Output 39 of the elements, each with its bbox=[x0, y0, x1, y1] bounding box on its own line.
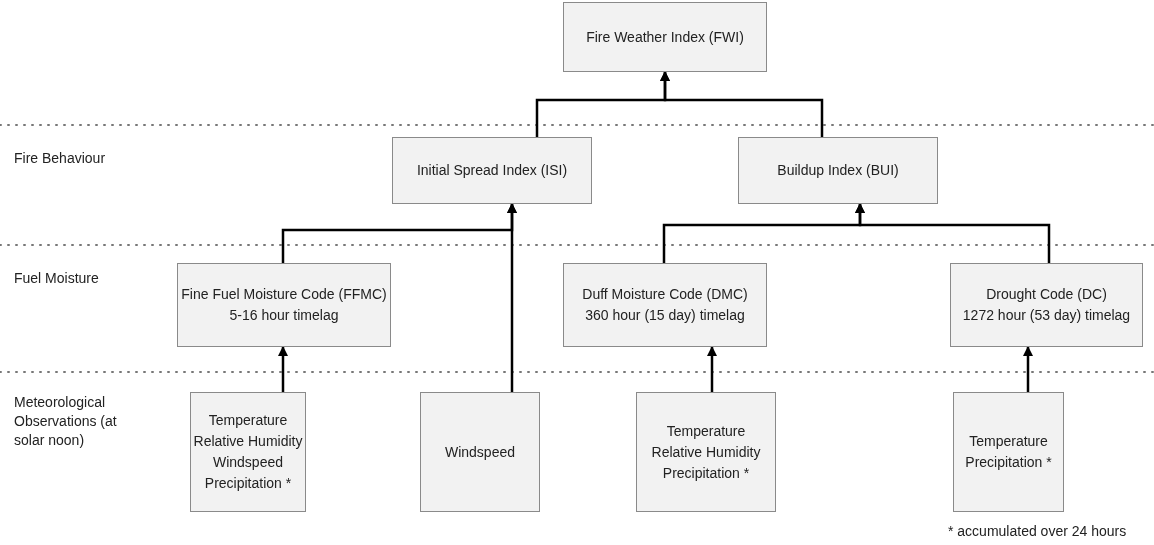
box-text: 5-16 hour timelag bbox=[229, 306, 339, 325]
box-text: Duff Moisture Code (DMC) bbox=[582, 285, 748, 304]
index-box bbox=[636, 392, 776, 512]
box-text: Temperature bbox=[969, 432, 1048, 451]
box-text: Drought Code (DC) bbox=[986, 285, 1107, 304]
box-text: Relative Humidity bbox=[651, 442, 761, 462]
box-text: Relative Humidity bbox=[193, 432, 303, 451]
box-text: Fine Fuel Moisture Code (FFMC) bbox=[181, 285, 387, 304]
connector-arrow bbox=[707, 346, 717, 392]
box-text: 360 hour (15 day) timelag bbox=[585, 306, 745, 325]
box-text: Temperature bbox=[666, 421, 746, 441]
connector-arrow bbox=[278, 346, 288, 392]
box-text: 1272 hour (53 day) timelag bbox=[962, 306, 1131, 325]
box-text: Windspeed bbox=[444, 442, 515, 462]
connector-arrow bbox=[855, 203, 1051, 263]
index-box bbox=[392, 137, 592, 204]
index-box bbox=[950, 263, 1143, 347]
band-label: Fire Behaviour bbox=[14, 149, 106, 168]
box-text: Initial Spread Index (ISI) bbox=[416, 161, 568, 180]
index-box bbox=[420, 392, 540, 512]
index-box bbox=[953, 392, 1064, 512]
index-box bbox=[177, 263, 391, 347]
box-text: Temperature bbox=[208, 411, 288, 430]
box-text: Precipitation * bbox=[204, 474, 292, 493]
index-box bbox=[738, 137, 938, 204]
box-text: Windspeed bbox=[212, 453, 283, 472]
index-box bbox=[563, 2, 767, 72]
index-box bbox=[190, 392, 306, 512]
box-text: Precipitation * bbox=[965, 453, 1052, 472]
connector-arrow bbox=[660, 71, 824, 137]
connector-arrow bbox=[1023, 346, 1033, 392]
box-text: Precipitation * bbox=[662, 463, 750, 483]
box-text: Buildup Index (BUI) bbox=[777, 161, 899, 180]
box-text: Fire Weather Index (FWI) bbox=[586, 27, 744, 47]
footnote: * accumulated over 24 hours bbox=[948, 522, 1127, 541]
band-label: Fuel Moisture bbox=[14, 269, 99, 288]
connector-arrow bbox=[507, 203, 517, 392]
index-box bbox=[563, 263, 767, 347]
band-label: Meteorological Observations (at solar noon) bbox=[14, 393, 118, 450]
